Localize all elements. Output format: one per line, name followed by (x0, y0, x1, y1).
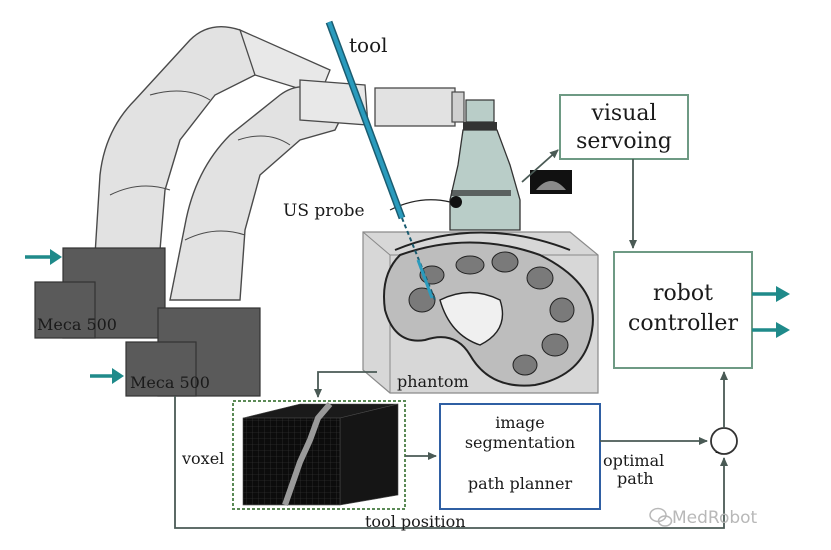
tool-position-label: tool position (365, 512, 466, 531)
tool-label: tool (349, 33, 388, 57)
watermark-text: MedRobot (672, 508, 758, 528)
voxel-cube (242, 402, 399, 506)
robot-controller-line-1: robot (653, 281, 713, 306)
phantom-to-voxel-arrow (314, 371, 377, 398)
ultrasound-image-thumbnail (530, 170, 572, 194)
meca-500-base-bottom (125, 307, 261, 397)
wechat-icon (649, 507, 673, 527)
signal-connections (174, 149, 728, 529)
probe-to-servoing-arrow (521, 149, 559, 183)
us-probe (449, 99, 521, 231)
base-input-arrows (25, 249, 124, 384)
optimal-label: optimal (603, 451, 665, 470)
kidney-organ (383, 231, 594, 387)
robot-controller-block (613, 251, 753, 369)
meca-500-label-top: Meca 500 (37, 315, 117, 334)
us-probe-label: US probe (283, 201, 365, 221)
path-label: path (617, 469, 654, 488)
image-segmentation-line-1: image (495, 413, 545, 432)
visual-servoing-line-2: servoing (576, 129, 672, 154)
robot-controller-line-2: controller (628, 311, 738, 336)
meca-500-base-top (34, 247, 166, 339)
tool-needle (325, 20, 436, 301)
minus-sign: - (715, 444, 720, 460)
phantom-label: phantom (397, 372, 469, 391)
tool-position-feedback-arrow (174, 396, 728, 529)
voxel-label: voxel (182, 449, 225, 468)
visual-servoing-block (559, 94, 689, 160)
visual-servoing-line-1: visual (591, 101, 657, 126)
image-segmentation-text: image segmentation (440, 413, 600, 453)
image-segmentation-block (439, 403, 601, 510)
robot-controller-text: robot controller (614, 279, 752, 339)
image-segmentation-line-2: segmentation (464, 433, 576, 452)
visual-servoing-text: visual servoing (560, 100, 688, 156)
path-planner-text: path planner (467, 474, 573, 493)
meca-500-label-bottom: Meca 500 (130, 373, 210, 392)
controller-output-arrows (752, 286, 790, 338)
